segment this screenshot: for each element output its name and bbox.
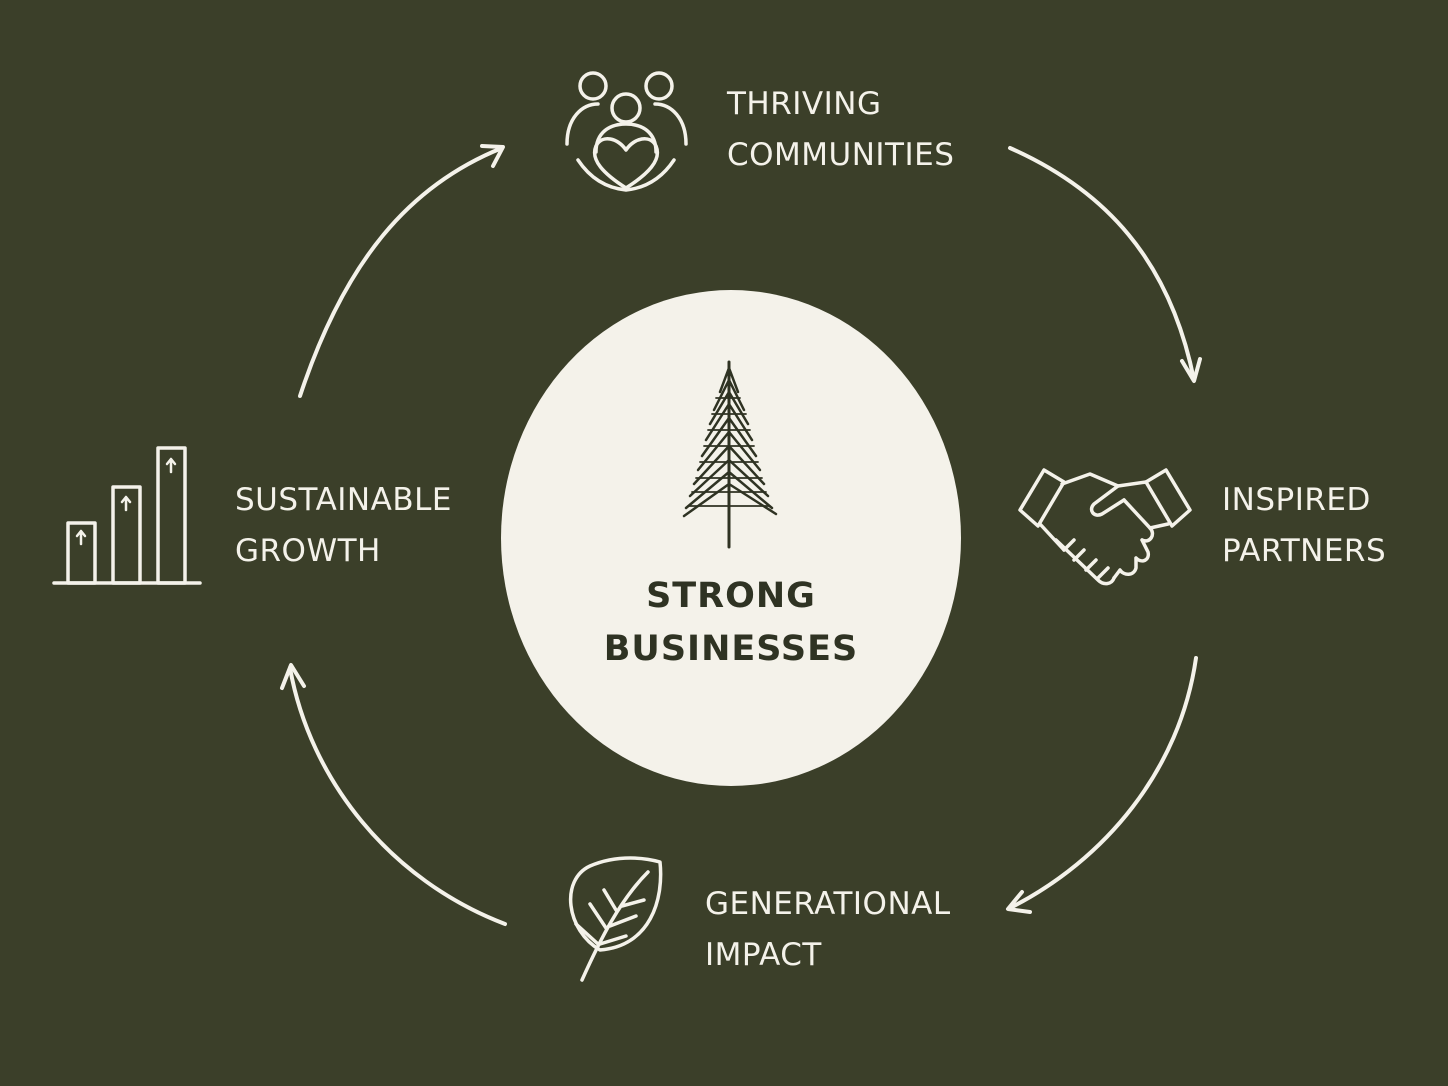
- node-top-line1: THRIVING: [727, 86, 882, 122]
- arrow-communities-to-partners: [1008, 146, 1196, 382]
- node-top-line2: COMMUNITIES: [727, 137, 955, 173]
- node-right-line2: PARTNERS: [1222, 533, 1387, 569]
- node-bottom-line1: GENERATIONAL: [705, 886, 951, 922]
- leaf-icon: [568, 856, 663, 982]
- handshake-icon: [1018, 468, 1192, 586]
- node-label-sustainable-growth: SUSTAINABLE GROWTH: [235, 475, 452, 577]
- community-people-heart-icon: [565, 71, 688, 192]
- node-left-line2: GROWTH: [235, 533, 381, 569]
- arrowhead-top-left: [480, 144, 505, 168]
- node-right-line1: INSPIRED: [1222, 482, 1371, 518]
- bar-chart-growth-icon: [52, 446, 202, 585]
- node-label-generational-impact: GENERATIONAL IMPACT: [705, 879, 951, 981]
- center-label-line2: BUSINESSES: [603, 629, 859, 669]
- node-label-inspired-partners: INSPIRED PARTNERS: [1222, 475, 1386, 577]
- center-label-line1: STRONG: [646, 576, 816, 616]
- node-left-line1: SUSTAINABLE: [235, 482, 452, 518]
- arrow-growth-to-communities: [298, 146, 504, 398]
- center-circle: [501, 290, 961, 786]
- node-bottom-line2: IMPACT: [705, 937, 822, 973]
- arrowhead-bottom-left: [280, 663, 306, 690]
- center-label: STRONG BUSINESSES: [500, 570, 962, 676]
- node-label-thriving-communities: THRIVING COMMUNITIES: [727, 79, 954, 181]
- arrow-impact-to-growth: [288, 666, 507, 926]
- arrowhead-bottom-right: [1006, 890, 1032, 914]
- pine-tree-icon: [682, 360, 778, 549]
- arrowhead-top-right: [1180, 357, 1202, 383]
- arrow-partners-to-impact: [1008, 656, 1198, 910]
